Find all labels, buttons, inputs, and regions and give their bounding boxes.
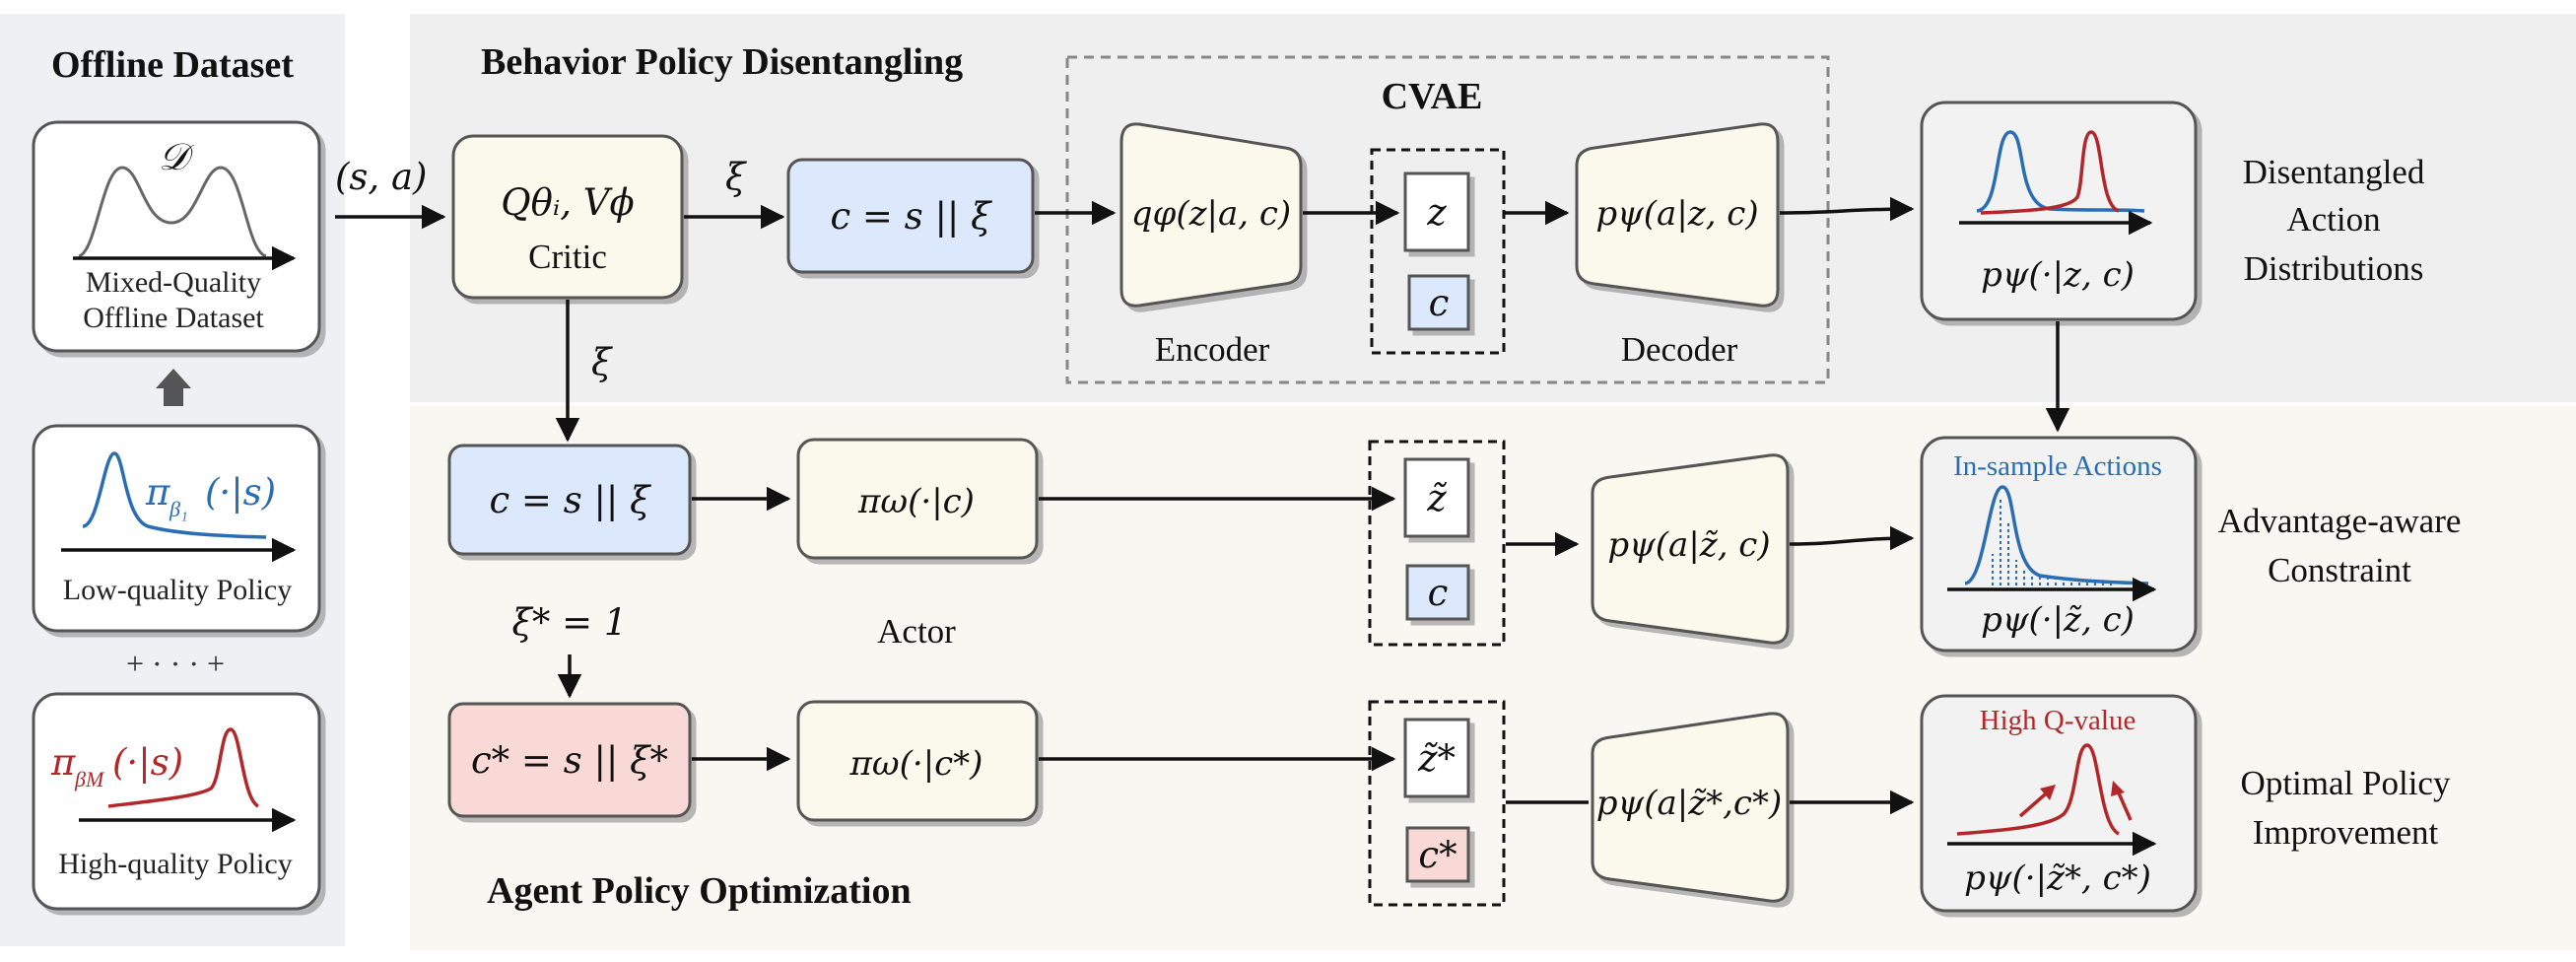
dataset-card: 𝒟 Mixed-Quality Offline Dataset <box>32 120 321 353</box>
right-label-top-3: Distributions <box>2244 249 2424 288</box>
high-quality-label: High-quality Policy <box>58 848 292 880</box>
decoder-math-mid: pψ(a|z̃, c) <box>1607 525 1770 565</box>
right-label-top-2: Action <box>2286 200 2380 239</box>
behavior-title: Behavior Policy Disentangling <box>481 41 963 83</box>
c-small-box-top: c <box>1407 274 1470 331</box>
blue-dist-curve <box>1976 130 2145 213</box>
high-policy-arg: (·|s) <box>112 741 183 784</box>
mixed-distribution-curve <box>78 166 267 258</box>
xi-star-label: ξ* = 1 <box>512 601 628 644</box>
actor-label: Actor <box>877 612 956 651</box>
decoder-box: pψ(a|z, c) <box>1575 122 1780 308</box>
low-quality-label: Low-quality Policy <box>63 574 292 606</box>
z-symbol: z <box>1426 191 1447 234</box>
decoder-box-mid: pψ(a|z̃, c) <box>1591 453 1790 645</box>
c-symbol-top: c <box>1429 282 1450 324</box>
cstar-symbol: c* <box>1418 834 1457 876</box>
encoder-math: qφ(z|a, c) <box>1131 194 1291 234</box>
critic-box: Qθᵢ, Vϕ Critic <box>451 134 684 300</box>
decoder-to-dist-arrow <box>1779 196 1915 222</box>
cvae-title: CVAE <box>1382 76 1483 117</box>
cvae-box <box>1065 55 1830 384</box>
ellipsis-plus: + · · · + <box>126 646 225 681</box>
ztilde-box: z̃ <box>1403 457 1470 538</box>
disentangled-dist-card: pψ(·|z, c) <box>1920 101 2198 321</box>
insample-curve <box>1964 485 2149 585</box>
high-policy-sub: βM <box>74 767 105 791</box>
dataset-label-line2: Offline Dataset <box>83 302 264 334</box>
zstar-box: z̃* <box>1403 718 1470 798</box>
actor-math-mid: πω(·|c) <box>857 482 975 521</box>
critic-label: Critic <box>528 238 607 276</box>
actor-math-bottom: πω(·|c*) <box>849 744 983 784</box>
actor-box-bottom: πω(·|c*) <box>796 700 1039 822</box>
xi-label-mid: ξ <box>591 341 613 383</box>
red-dist-curve <box>1980 130 2120 215</box>
highq-math: pψ(·|z̃*, c*) <box>1964 859 2151 898</box>
latent-box-mid <box>1368 440 1506 647</box>
c-eq-top: c = s || ξ <box>830 195 992 238</box>
c-star-eq: c* = s || ξ* <box>471 739 668 782</box>
c-eq-box-mid: c = s || ξ <box>447 444 692 556</box>
agent-panel <box>410 406 2576 950</box>
decoder-math-bottom: pψ(a|z̃*,c*) <box>1596 784 1782 823</box>
right-label-mid-1: Advantage-aware <box>2218 502 2462 540</box>
right-label-bottom-2: Improvement <box>2253 813 2439 852</box>
insample-dist-card: In-sample Actions pψ(·|z̃, c) <box>1920 436 2198 653</box>
decoder-math: pψ(a|z, c) <box>1595 194 1758 234</box>
sa-label: (s, a) <box>335 156 427 198</box>
c-eq-box-top: c = s || ξ <box>786 158 1035 274</box>
z-box: z <box>1403 172 1470 252</box>
high-quality-policy-card: π βM (·|s) High-quality Policy <box>32 692 321 911</box>
insample-math: pψ(·|z̃, c) <box>1981 600 2135 640</box>
low-policy-pi: π <box>145 471 170 514</box>
decoder-to-insample-arrow <box>1789 525 1915 551</box>
latent-box-top <box>1370 148 1506 355</box>
decoder-box-bottom: pψ(a|z̃*,c*) <box>1591 712 1790 903</box>
low-policy-sub: β₁ <box>169 497 188 521</box>
actor-box-mid: πω(·|c) <box>796 438 1039 560</box>
decoder-label: Decoder <box>1621 330 1738 369</box>
encoder-box: qφ(z|a, c) <box>1119 122 1303 308</box>
c-eq-mid: c = s || ξ <box>489 479 651 521</box>
right-label-top-1: Disentangled <box>2243 153 2425 191</box>
zstar-symbol: z̃* <box>1417 737 1456 780</box>
low-quality-policy-card: π β₁ (·|s) Low-quality Policy <box>32 424 321 633</box>
ztilde-symbol: z̃ <box>1426 477 1447 519</box>
critic-math: Qθᵢ, Vϕ <box>501 181 635 224</box>
xi-label-top: ξ <box>725 156 747 198</box>
highq-title: High Q-value <box>1980 705 2136 736</box>
highq-curve <box>1956 743 2121 836</box>
c-star-eq-box: c* = s || ξ* <box>447 702 692 818</box>
high-quality-curve <box>107 727 260 808</box>
offline-dataset-title: Offline Dataset <box>51 44 294 86</box>
agent-title: Agent Policy Optimization <box>487 870 912 912</box>
highq-dist-card: High Q-value pψ(·|z̃*, c*) <box>1920 694 2198 913</box>
latent-box-bottom <box>1368 700 1506 907</box>
up-arrow-icon <box>156 369 191 406</box>
c-small-box-mid: c <box>1405 564 1470 621</box>
high-policy-pi: π <box>50 741 76 784</box>
cstar-small-box: c* <box>1405 826 1470 883</box>
low-quality-curve <box>82 451 267 539</box>
right-label-mid-2: Constraint <box>2268 551 2411 589</box>
dist-math-top: pψ(·|z, c) <box>1981 255 2135 295</box>
low-policy-arg: (·|s) <box>205 471 276 514</box>
dataset-label-line1: Mixed-Quality <box>86 266 261 299</box>
right-label-bottom-1: Optimal Policy <box>2241 764 2451 802</box>
c-symbol-mid: c <box>1428 572 1449 614</box>
encoder-label: Encoder <box>1155 330 1270 369</box>
insample-title: In-sample Actions <box>1953 450 2162 482</box>
